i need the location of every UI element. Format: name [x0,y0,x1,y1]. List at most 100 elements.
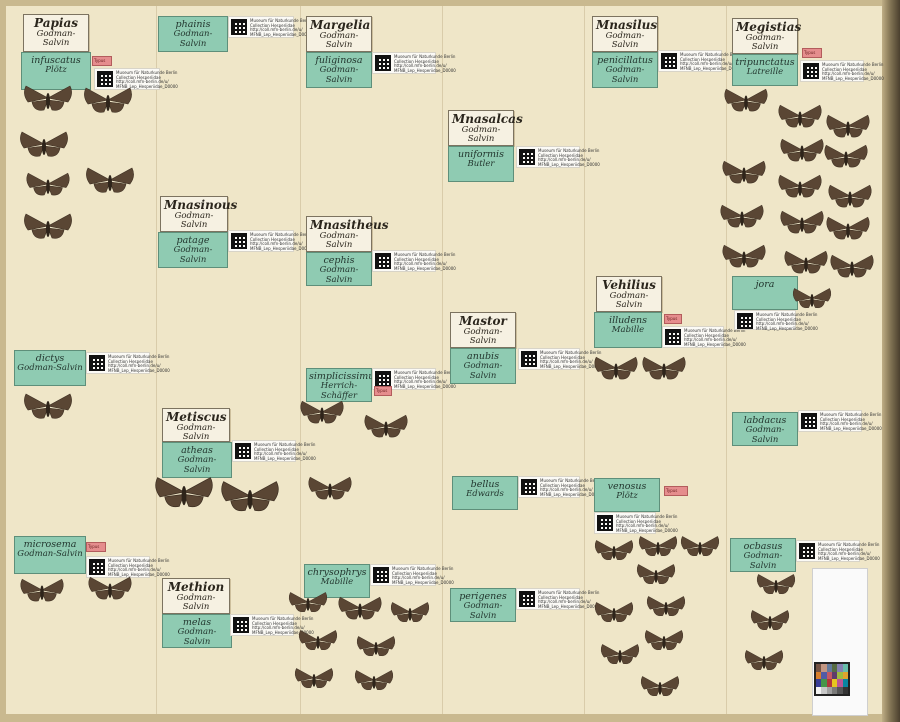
butterfly-specimen [638,536,678,557]
qr-code-icon [737,313,753,329]
qr-code-icon [375,55,391,71]
butterfly-specimen [155,477,213,508]
butterfly-specimen [642,356,686,380]
butterfly-specimen [778,104,822,128]
butterfly-specimen [338,596,382,620]
butterfly-specimen [830,254,874,278]
tray-frame [882,0,900,722]
qr-code-icon [375,371,391,387]
species-label-jora: jora [732,276,798,310]
butterfly-specimen [20,131,68,157]
qr-code-icon [231,233,247,249]
butterfly-specimen [86,167,134,193]
butterfly-specimen [20,578,64,602]
butterfly-specimen [724,88,768,112]
butterfly-specimen [792,288,832,309]
butterfly-specimen [84,87,132,113]
qr-code-icon [521,351,537,367]
qr-code-icon [233,617,249,633]
butterfly-specimen [756,574,796,595]
butterfly-specimen [720,204,764,228]
qr-code-icon [375,253,391,269]
column-divider [584,6,585,714]
butterfly-specimen [784,250,828,274]
column-divider [442,6,443,714]
qr-code-icon [519,149,535,165]
butterfly-specimen [722,160,766,184]
butterfly-specimen [636,564,676,585]
butterfly-specimen [780,138,824,162]
butterfly-specimen [356,636,396,657]
butterfly-specimen [680,536,720,557]
qr-code-icon [597,515,613,531]
butterfly-specimen [644,630,684,651]
butterfly-specimen [778,174,822,198]
butterfly-specimen [221,481,279,512]
butterfly-specimen [600,644,640,665]
butterfly-specimen [88,576,132,600]
qr-code-icon [801,413,817,429]
type-label: Typus [664,314,682,324]
butterfly-specimen [824,144,868,168]
qr-code-icon [665,329,681,345]
butterfly-specimen [826,216,870,240]
type-label: Typus [92,56,112,66]
type-label: Typus [86,542,106,552]
butterfly-specimen [308,476,352,500]
butterfly-specimen [640,676,680,697]
type-label: Typus [802,48,822,58]
qr-code-icon [231,19,247,35]
butterfly-specimen [744,650,784,671]
butterfly-specimen [594,602,634,623]
butterfly-specimen [646,596,686,617]
butterfly-specimen [26,172,70,196]
butterfly-specimen [828,184,872,208]
column-divider [156,6,157,714]
qr-code-icon [89,559,105,575]
qr-code-icon [803,63,819,79]
qr-code-icon [799,543,815,559]
type-label: Typus [664,486,688,496]
column-divider [726,6,727,714]
butterfly-specimen [780,210,824,234]
qr-code-icon [661,53,677,69]
